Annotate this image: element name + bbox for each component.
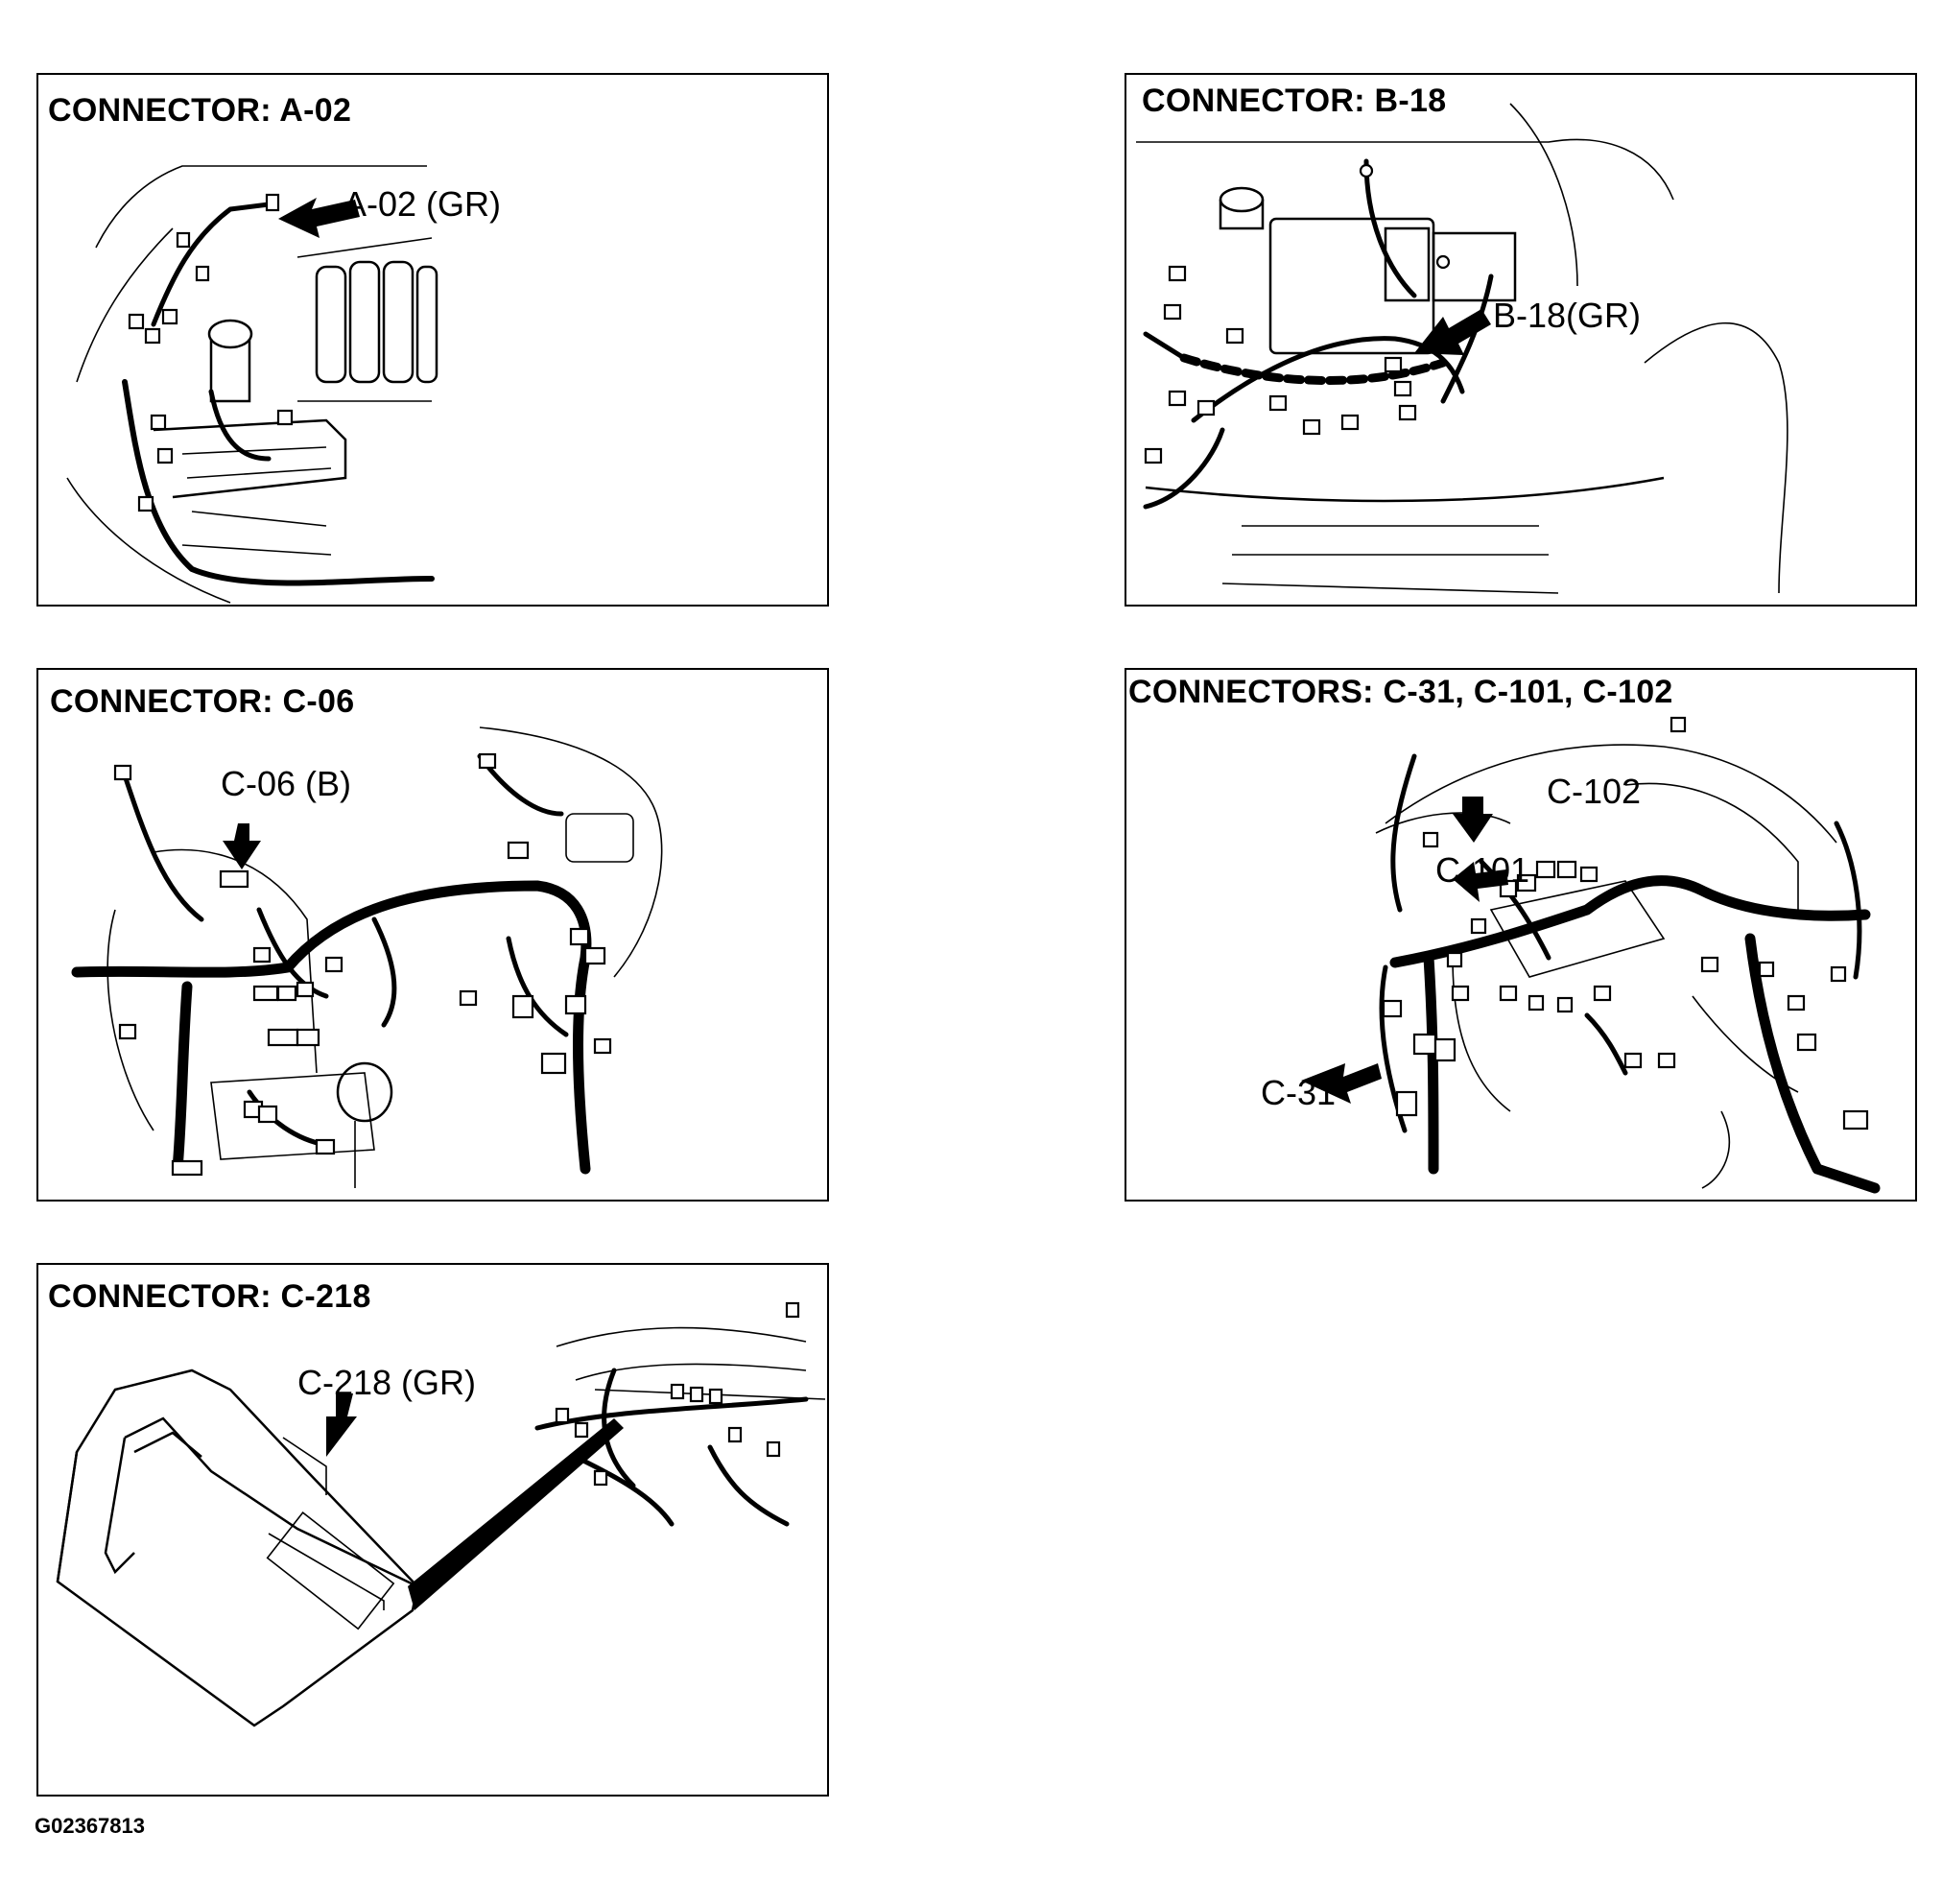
callout-c101: C-101 [1435, 850, 1530, 890]
panel-connector-c218: CONNECTOR: C-218 C-218 (GR) [36, 1263, 829, 1797]
panel-title-c218: CONNECTOR: C-218 [48, 1278, 371, 1315]
callout-c06: C-06 (B) [221, 764, 352, 803]
panel-title-a02: CONNECTOR: A-02 [48, 92, 352, 129]
dashboard-drawing-c31 [1301, 716, 1881, 1194]
panel-connector-a02: CONNECTOR: A-02 A-02 (GR) [36, 73, 829, 607]
dashboard-drawing-c06 [71, 726, 663, 1188]
engine-bay-drawing-a02 [66, 165, 438, 604]
control-module-drawing-c218 [56, 1301, 826, 1727]
panel-connectors-c31-c101-c102: CONNECTORS: C-31, C-101, C-102 C-102 C-1… [1125, 668, 1917, 1202]
panel-connector-b18: CONNECTOR: B-18 B-18(GR) [1125, 73, 1917, 607]
panel-title-b18: CONNECTOR: B-18 [1142, 83, 1447, 119]
callout-c102: C-102 [1547, 772, 1642, 811]
panel-connector-c06: CONNECTOR: C-06 C-06 (B) [36, 668, 829, 1202]
figure-id: G02367813 [35, 1814, 145, 1838]
callout-c218: C-218 (GR) [297, 1363, 477, 1402]
callout-a02: A-02 (GR) [343, 184, 502, 224]
intake-manifold [296, 237, 438, 402]
dashboard-inset [534, 1301, 826, 1527]
control-module [56, 1368, 419, 1727]
callout-b18: B-18(GR) [1493, 296, 1642, 335]
engine-bay-drawing-b18 [1136, 103, 1788, 594]
panel-title-c31: CONNECTORS: C-31, C-101, C-102 [1128, 674, 1673, 710]
callout-c31: C-31 [1261, 1073, 1337, 1112]
panel-title-c06: CONNECTOR: C-06 [50, 683, 355, 720]
